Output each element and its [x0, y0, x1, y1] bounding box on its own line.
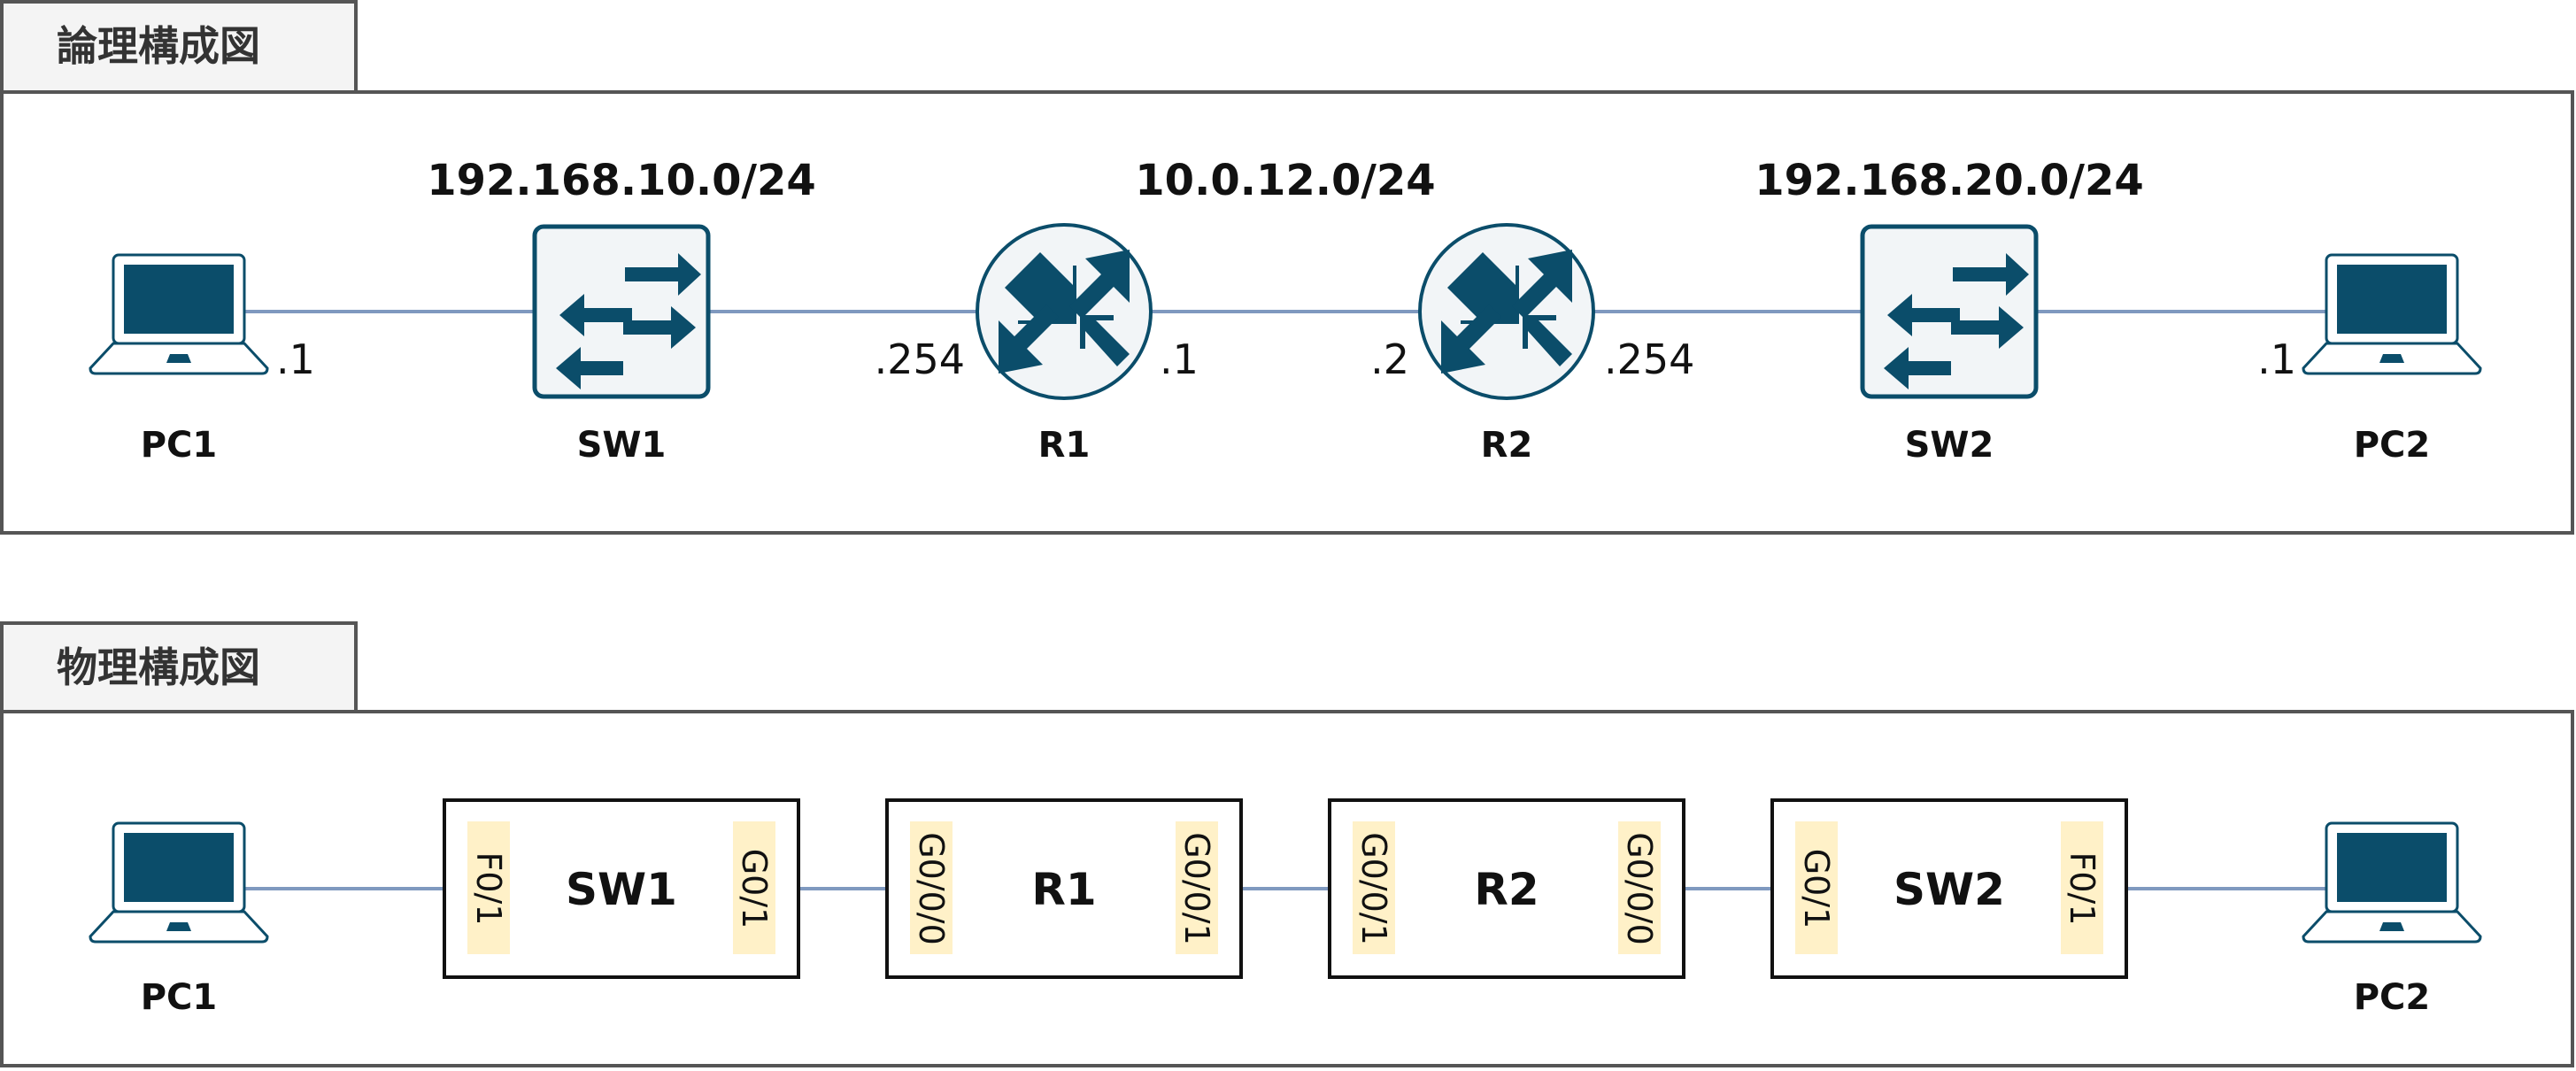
- port-strip-sw1-left: [467, 821, 510, 954]
- label-r1: R1: [1038, 425, 1091, 466]
- phys-label-pc2: PC2: [2354, 977, 2431, 1018]
- port-label-sw2-right: F0/1: [2063, 851, 2102, 925]
- label-pc1: PC1: [141, 425, 218, 466]
- port-strip-r1-right: [1176, 821, 1218, 954]
- logical-title-tab: [0, 0, 358, 94]
- sw1-switch-icon: [535, 227, 708, 397]
- network-label-lan2: 192.168.20.0/24: [1755, 156, 2144, 205]
- network-label-lan1: 192.168.10.0/24: [427, 156, 816, 205]
- port-strip-r2-right: [1618, 821, 1661, 954]
- sw2-switch-icon: [1863, 227, 2036, 397]
- pc2-laptop-icon: [2302, 253, 2482, 375]
- pc1-laptop-icon: [89, 253, 269, 375]
- port-strip-sw2-right: [2061, 821, 2103, 954]
- phys-label-pc1: PC1: [141, 977, 218, 1018]
- phys-pc2-laptop-icon: [2302, 821, 2482, 944]
- port-label-sw2-left: G0/1: [1797, 849, 1836, 929]
- phys-label-r2: R2: [1474, 864, 1539, 915]
- label-sw2: SW2: [1905, 425, 1994, 466]
- logical-title: 論理構成図: [57, 22, 260, 70]
- addr-r1-lan: .254: [875, 335, 965, 383]
- r1-router-icon: [976, 223, 1153, 400]
- physical-section: 物理構成図 PC1 PC2 F0/: [0, 621, 2574, 1067]
- phys-label-r1: R1: [1031, 864, 1096, 915]
- port-strip-sw1-right: [733, 821, 775, 954]
- addr-r2-lan: .254: [1604, 335, 1694, 383]
- port-label-sw1-left: F0/1: [469, 851, 508, 925]
- label-sw1: SW1: [577, 425, 667, 466]
- port-strip-r2-left: [1353, 821, 1395, 954]
- network-label-wan: 10.0.12.0/24: [1135, 156, 1435, 205]
- addr-r1-wan: .1: [1160, 335, 1199, 383]
- port-strip-r1-left: [910, 821, 953, 954]
- port-label-r1-right: G0/0/1: [1177, 832, 1216, 945]
- addr-pc1: .1: [276, 335, 315, 383]
- port-label-r2-right: G0/0/0: [1620, 832, 1659, 945]
- addr-r2-wan: .2: [1370, 335, 1409, 383]
- phys-label-sw2: SW2: [1893, 864, 2005, 915]
- physical-title-tab: [0, 621, 358, 713]
- r2-router-icon: [1418, 223, 1595, 400]
- port-strip-sw2-left: [1795, 821, 1838, 954]
- label-pc2: PC2: [2354, 425, 2431, 466]
- physical-title: 物理構成図: [57, 643, 260, 691]
- port-strips: [467, 821, 2103, 954]
- port-label-r2-left: G0/0/1: [1354, 832, 1393, 945]
- phys-pc1-laptop-icon: [89, 821, 269, 944]
- port-label-sw1-right: G0/1: [735, 849, 774, 929]
- label-r2: R2: [1481, 425, 1533, 466]
- logical-section: 論理構成図 192.168.10.0/24 10.0.12.0/24 192.1…: [0, 0, 2574, 535]
- phys-label-sw1: SW1: [566, 864, 677, 915]
- port-label-r1-left: G0/0/0: [912, 832, 951, 945]
- addr-pc2: .1: [2257, 335, 2296, 383]
